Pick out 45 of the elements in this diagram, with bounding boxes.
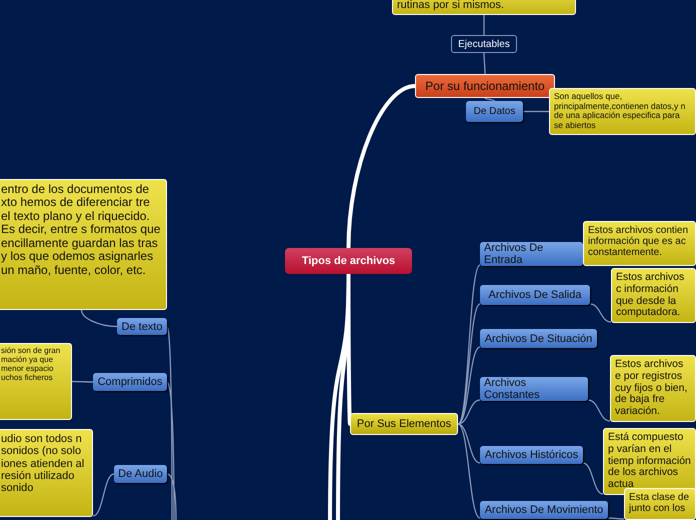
- connector: [80, 310, 118, 328]
- topic-box: Archivos De Movimiento: [480, 501, 608, 519]
- topic-box: Archivos Históricos: [480, 446, 583, 464]
- connector: [458, 264, 480, 424]
- connector: [166, 382, 175, 520]
- topic-box: De Audio: [114, 465, 167, 483]
- connector: [608, 517, 624, 520]
- connector: [483, 53, 486, 74]
- connector: [166, 473, 177, 520]
- connector: [458, 304, 480, 424]
- topic-box: Por su funcionamiento: [415, 74, 555, 98]
- connector: [523, 110, 549, 112]
- note-box: Son aquellos que, principalmente,contienen datos,y n de una aplicación especifica para se abiertos: [549, 88, 696, 135]
- connector: [483, 15, 485, 35]
- connector: [92, 473, 114, 517]
- central-topic: Tipos de archivos: [285, 248, 412, 274]
- note-box: udio son todos n sonidos (no solo iones atienden al resión utilizado sonido: [0, 429, 93, 517]
- note-box: rutinas por si mismos.: [392, 0, 576, 15]
- topic-box: Ejecutables: [451, 35, 517, 53]
- topic-box: Comprimidos: [93, 373, 167, 391]
- topic-box: Archivos De Salida: [480, 285, 590, 305]
- topic-box: De Datos: [466, 101, 523, 122]
- note-box: Esta clase de junto con los: [624, 488, 696, 520]
- note-box: sión son de gran mación ya que menor espacio uchos ficheros: [0, 343, 72, 420]
- connector: [588, 399, 610, 422]
- connector: [582, 462, 604, 495]
- connector: [458, 346, 480, 425]
- connector: [590, 303, 612, 323]
- topic-box: De texto: [117, 318, 167, 335]
- connector: [336, 274, 350, 520]
- note-box: Estos archivos e por registros cuy fijos o bien, de baja fre variación.: [610, 355, 696, 422]
- topic-box: Por Sus Elementos: [350, 413, 458, 435]
- note-box: Estos archivos c información que desde la computadora.: [611, 268, 696, 323]
- connector: [458, 423, 480, 464]
- topic-box: Archivos De Entrada: [480, 242, 583, 266]
- connector: [166, 326, 173, 520]
- connector: [458, 399, 480, 425]
- connector: [458, 424, 480, 518]
- connector: [484, 98, 495, 102]
- note-box: entro de los documentos de xto hemos de diferenciar tre el texto plano y el riquecido. Es decir, entre s formatos que encillamente guardan las tras y los que odemos asignarles un maño, fuente, color, etc.: [0, 179, 167, 310]
- connector: [72, 380, 93, 383]
- connector: [346, 84, 416, 248]
- topic-box: Archivos De Situación: [480, 329, 597, 348]
- note-box: Estos archivos contien información que es ac constantemente.: [583, 221, 696, 266]
- topic-box: Archivos Constantes: [480, 377, 588, 401]
